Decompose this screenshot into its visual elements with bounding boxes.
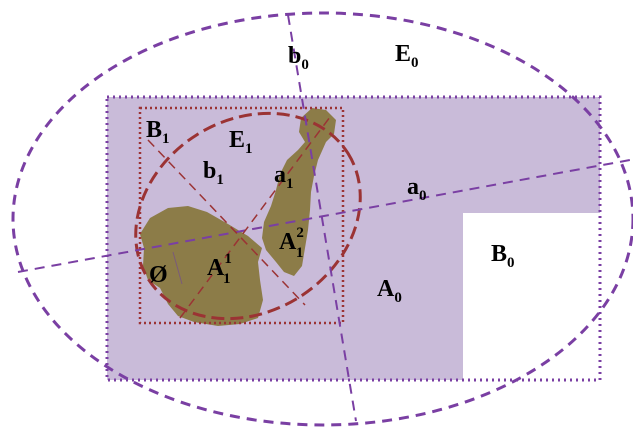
label-e0: E0 — [395, 41, 419, 71]
blob-a1-2 — [262, 108, 336, 276]
axis-b1 — [147, 139, 306, 306]
axis-a1 — [179, 116, 331, 319]
label-a0-region: A0 — [377, 276, 402, 306]
label-b1-axis: b1 — [203, 158, 224, 188]
label-b0: b0 — [288, 43, 309, 73]
axis-b0 — [287, 14, 357, 422]
label-e1: E1 — [229, 127, 253, 157]
diameter-marker — [172, 251, 183, 285]
blob-a1-1 — [140, 206, 263, 326]
label-a1-axis: a1 — [274, 162, 294, 192]
outer-ellipse-e0 — [11, 11, 633, 427]
inner-rectangle-b1 — [138, 106, 345, 325]
label-b1: B1 — [146, 117, 170, 147]
label-diameter: Ø — [149, 262, 168, 288]
inner-ellipse-e1 — [134, 111, 362, 321]
axis-a0 — [17, 159, 631, 273]
label-a0-axis: a0 — [407, 174, 427, 204]
outer-rectangle-border — [105, 95, 602, 382]
label-b0-block: B0 — [491, 241, 515, 271]
